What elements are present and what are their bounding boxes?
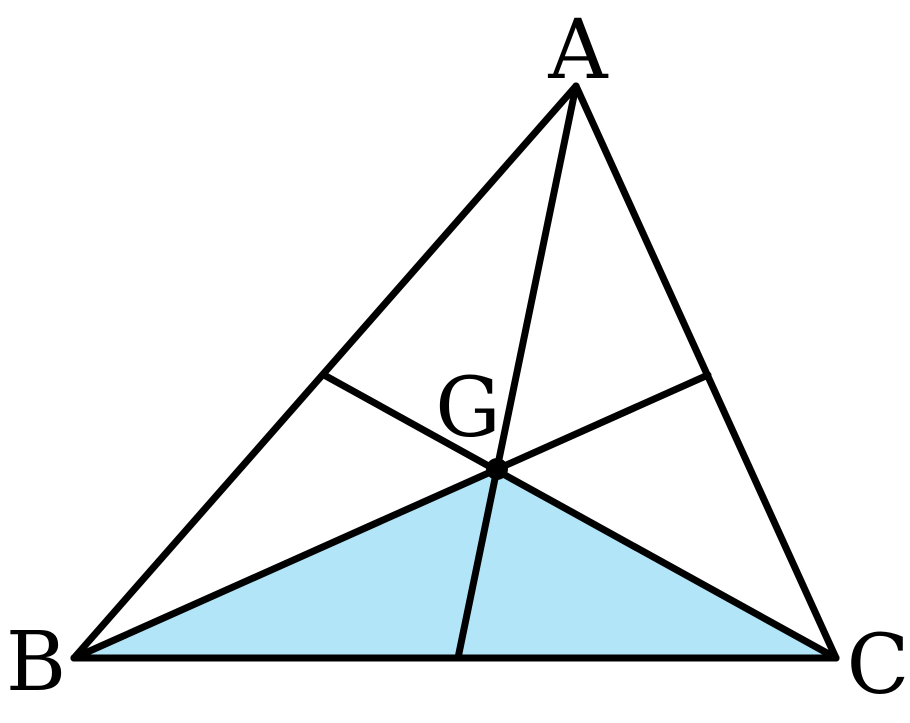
label-g: G — [435, 361, 501, 456]
median-from-c — [320, 371, 840, 662]
label-a: A — [547, 3, 609, 98]
median-from-a — [454, 82, 580, 662]
median-from-b — [70, 371, 712, 662]
shaded-triangle-gbc — [74, 469, 836, 658]
label-b: B — [6, 615, 66, 710]
centroid-point — [486, 458, 508, 480]
side-ac — [572, 82, 840, 662]
label-c: C — [847, 618, 910, 713]
